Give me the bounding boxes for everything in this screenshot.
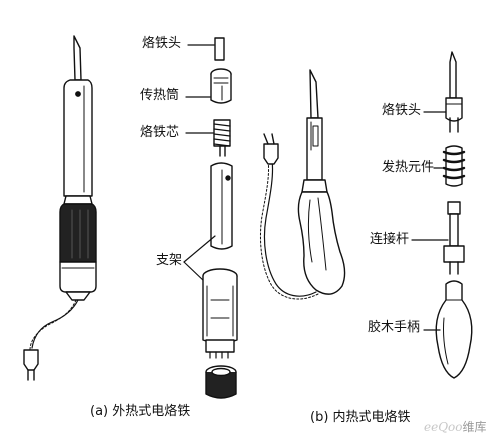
bakelite-handle-part — [435, 280, 473, 379]
connecting-rod-part — [443, 201, 465, 275]
label-bakelite-handle: 胶木手柄 — [368, 320, 421, 335]
heat-tube-part — [210, 68, 232, 104]
internal-iron-assembled — [259, 69, 346, 300]
label-connecting-rod: 连接杆 — [370, 232, 410, 247]
label-heating-core: 烙铁芯 — [140, 125, 180, 140]
caption-external-iron: (a) 外热式电烙铁 — [90, 404, 191, 419]
bracket-part — [210, 162, 233, 250]
bracket-leader-2 — [183, 261, 206, 283]
heating-element-part — [442, 145, 466, 187]
label-tip-external: 烙铁头 — [142, 36, 182, 51]
heating-core-part — [213, 119, 231, 157]
external-iron-assembled — [23, 35, 97, 381]
label-heating-element: 发热元件 — [382, 160, 435, 175]
internal-tip-part — [445, 51, 463, 133]
external-tip-part — [214, 37, 225, 61]
bracket-leader-1 — [183, 235, 216, 263]
watermark: eeQoo维库 — [424, 420, 487, 434]
caption-internal-iron: (b) 内热式电烙铁 — [310, 410, 411, 425]
external-handle-part — [202, 268, 238, 359]
label-tip-internal: 烙铁头 — [382, 103, 422, 118]
label-bracket: 支架 — [156, 253, 183, 268]
end-ring-part — [205, 365, 237, 399]
label-heat-tube: 传热筒 — [140, 88, 180, 103]
